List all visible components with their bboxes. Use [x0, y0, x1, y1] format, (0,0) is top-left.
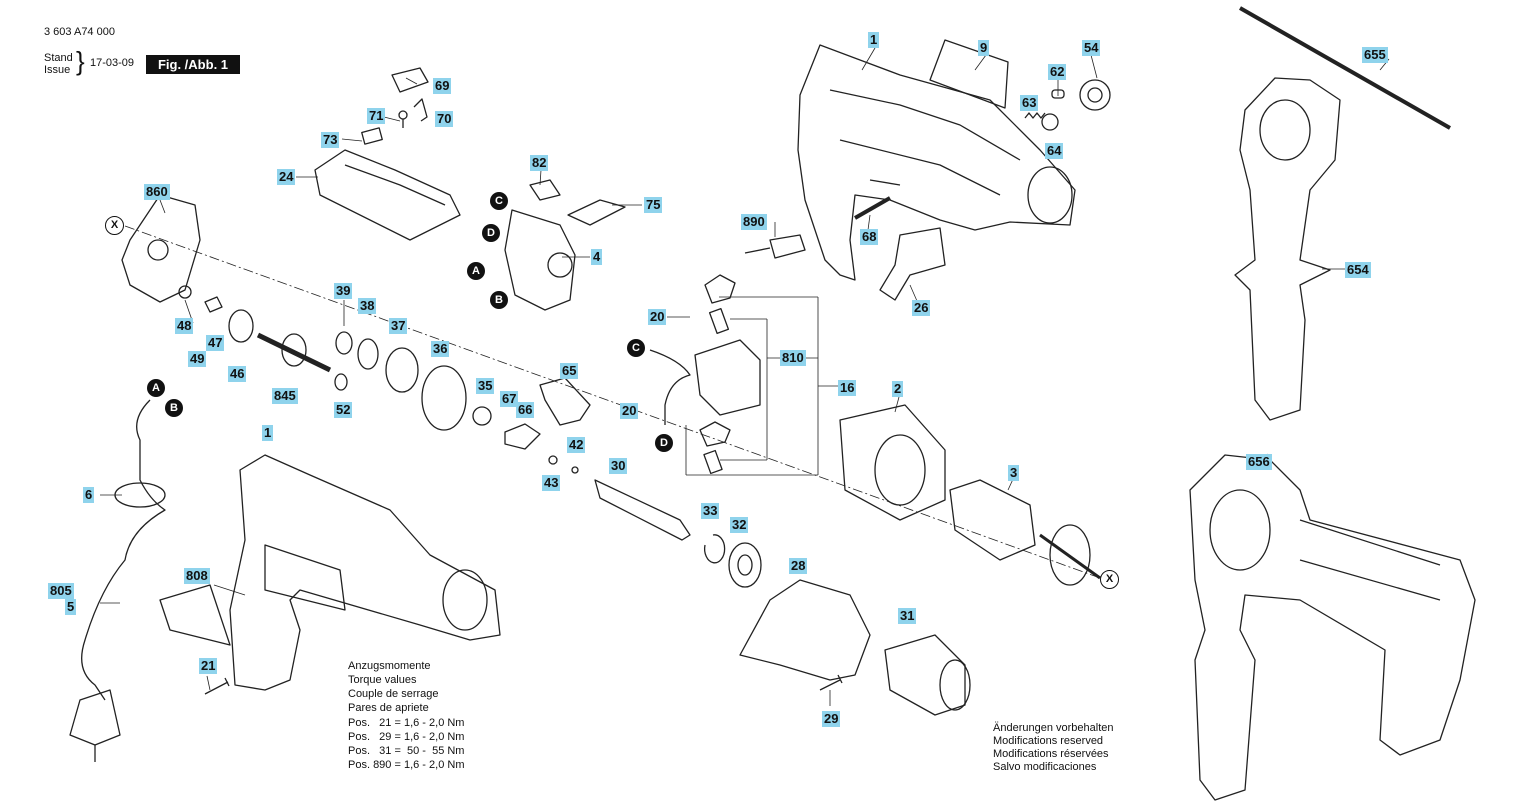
part-number-39: 39 — [334, 283, 353, 299]
part-number-24: 24 — [277, 169, 296, 185]
modification-note-es: Salvo modificaciones — [993, 761, 1097, 773]
modification-note-de: Änderungen vorbehalten — [993, 722, 1114, 734]
part-number-38: 38 — [358, 298, 377, 314]
callout-letter-X: X — [1100, 570, 1119, 589]
part-number-48: 48 — [175, 318, 194, 334]
part-number-1: 1 — [868, 32, 880, 48]
part-number-30: 30 — [609, 458, 628, 474]
part-number-70: 70 — [435, 111, 454, 127]
part-number-36: 36 — [431, 341, 450, 357]
part-number-5: 5 — [65, 599, 77, 615]
part-number-62: 62 — [1048, 64, 1067, 80]
part-number-1: 1 — [262, 425, 274, 441]
part-number-65: 65 — [560, 363, 579, 379]
part-number-47: 47 — [206, 335, 225, 351]
part-number-42: 42 — [567, 437, 586, 453]
part-number-64: 64 — [1045, 143, 1064, 159]
torque-row-890: Pos. 890 = 1,6 - 2,0 Nm — [348, 759, 465, 771]
torque-heading-es: Pares de apriete — [348, 702, 429, 714]
part-number-890: 890 — [741, 214, 767, 230]
modification-note-fr: Modifications réservées — [993, 748, 1109, 760]
torque-heading-fr: Couple de serrage — [348, 688, 439, 700]
part-number-73: 73 — [321, 132, 340, 148]
part-number-31: 31 — [898, 608, 917, 624]
figure-label: Fig. /Abb. 1 — [146, 55, 240, 74]
callout-letter-D: D — [482, 224, 500, 242]
part-number-808: 808 — [184, 568, 210, 584]
callout-letter-D: D — [655, 434, 673, 452]
part-number-654: 654 — [1345, 262, 1371, 278]
torque-row-21: Pos. 21 = 1,6 - 2,0 Nm — [348, 717, 465, 729]
part-number-49: 49 — [188, 351, 207, 367]
part-number-6: 6 — [83, 487, 95, 503]
part-number-3: 3 — [1008, 465, 1020, 481]
callout-letter-A: A — [467, 262, 485, 280]
part-number-75: 75 — [644, 197, 663, 213]
part-number-67: 67 — [500, 391, 519, 407]
part-number-82: 82 — [530, 155, 549, 171]
part-number-33: 33 — [701, 503, 720, 519]
part-number-69: 69 — [433, 78, 452, 94]
part-number-28: 28 — [789, 558, 808, 574]
part-number-26: 26 — [912, 300, 931, 316]
brace: } — [76, 46, 85, 76]
callout-letter-B: B — [165, 399, 183, 417]
torque-row-29: Pos. 29 = 1,6 - 2,0 Nm — [348, 731, 465, 743]
part-number-810: 810 — [780, 350, 806, 366]
issue-date: 17-03-09 — [90, 57, 135, 69]
torque-row-31: Pos. 31 = 50 - 55 Nm — [348, 745, 465, 757]
callout-letter-B: B — [490, 291, 508, 309]
part-number-2: 2 — [892, 381, 904, 397]
part-number-54: 54 — [1082, 40, 1101, 56]
part-number-29: 29 — [822, 711, 841, 727]
part-number-20: 20 — [620, 403, 639, 419]
assembly-axis — [124, 225, 1101, 579]
part-number-71: 71 — [367, 108, 386, 124]
part-number-68: 68 — [860, 229, 879, 245]
part-number-845: 845 — [272, 388, 298, 404]
part-number-63: 63 — [1020, 95, 1039, 111]
part-number-43: 43 — [542, 475, 561, 491]
part-number-656: 656 — [1246, 454, 1272, 470]
issue-label: Issue — [44, 64, 71, 76]
callout-letter-X: X — [105, 216, 124, 235]
part-number-860: 860 — [144, 184, 170, 200]
callout-letter-A: A — [147, 379, 165, 397]
stand-label: Stand — [44, 52, 73, 64]
callout-letter-C: C — [490, 192, 508, 210]
torque-heading-de: Anzugsmomente — [348, 660, 431, 672]
part-number-35: 35 — [476, 378, 495, 394]
part-number-21: 21 — [199, 658, 218, 674]
part-number-655: 655 — [1362, 47, 1388, 63]
part-number-805: 805 — [48, 583, 74, 599]
part-number-37: 37 — [389, 318, 408, 334]
part-number-66: 66 — [516, 402, 535, 418]
torque-heading-en: Torque values — [348, 674, 417, 686]
part-number-20: 20 — [648, 309, 667, 325]
doc-number: 3 603 A74 000 — [44, 26, 115, 38]
modification-note-en: Modifications reserved — [993, 735, 1104, 747]
part-number-16: 16 — [838, 380, 857, 396]
part-number-46: 46 — [228, 366, 247, 382]
part-number-52: 52 — [334, 402, 353, 418]
callout-letter-C: C — [627, 339, 645, 357]
part-number-4: 4 — [591, 249, 603, 265]
part-number-9: 9 — [978, 40, 990, 56]
part-number-32: 32 — [730, 517, 749, 533]
